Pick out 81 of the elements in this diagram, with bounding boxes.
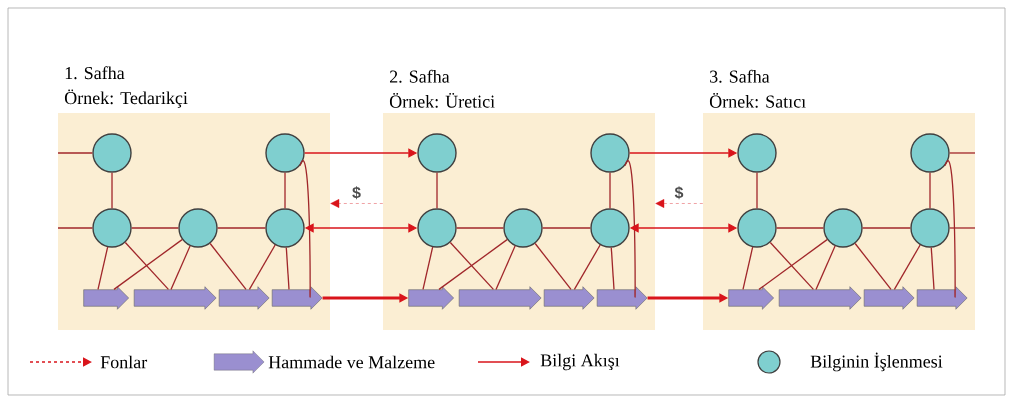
material-block xyxy=(271,286,323,310)
connector-line xyxy=(949,227,976,229)
material-block xyxy=(916,286,968,310)
connector-line xyxy=(756,172,758,209)
node-label: Örnek: Üretici xyxy=(389,92,495,108)
material-block xyxy=(218,286,270,310)
node-label: Örnek: Tedarikçi xyxy=(64,89,188,108)
process-circle xyxy=(590,133,630,173)
connector-line xyxy=(285,247,290,291)
connector-line xyxy=(131,227,179,229)
connector-line xyxy=(769,241,815,291)
process-circle xyxy=(910,133,950,173)
connector-line xyxy=(609,172,611,209)
connector-line xyxy=(422,246,434,291)
connector-line xyxy=(534,242,572,291)
material-block xyxy=(458,286,542,310)
connector-line xyxy=(776,227,824,229)
connector-line xyxy=(456,227,504,229)
process-circle xyxy=(417,133,457,173)
process-circle xyxy=(503,208,543,248)
node-label: 1. Safha xyxy=(65,66,125,80)
connector-line xyxy=(944,160,956,298)
material-block xyxy=(596,286,648,310)
connector-line xyxy=(284,172,286,209)
connector-line xyxy=(113,238,183,291)
process-circle xyxy=(92,208,132,248)
connector-line xyxy=(610,247,615,291)
material-block xyxy=(408,286,454,310)
legend-label: Bilgi Akışı xyxy=(540,353,620,371)
connector-line xyxy=(299,160,311,298)
material-block xyxy=(83,286,129,310)
connector-line xyxy=(573,244,601,291)
legend-label: Bilginin İşlenmesi xyxy=(810,352,943,372)
process-circle xyxy=(910,208,950,248)
connector-line xyxy=(742,246,754,291)
connector-line xyxy=(862,227,911,229)
process-circle xyxy=(265,133,305,173)
process-circle xyxy=(417,208,457,248)
connector-line xyxy=(97,246,109,291)
connector-line xyxy=(449,241,495,291)
node-label: 2. Safha xyxy=(389,69,450,83)
process-circle xyxy=(178,208,218,248)
flow-arrow xyxy=(330,199,383,208)
connector-line xyxy=(930,247,935,291)
connector-line xyxy=(209,242,247,291)
connector-line xyxy=(893,244,921,291)
connector-line xyxy=(624,160,636,298)
connector-line xyxy=(124,241,170,291)
edge-label: $ xyxy=(352,186,361,200)
connector-line xyxy=(57,227,93,229)
flow-arrow xyxy=(655,199,703,208)
connector-line xyxy=(495,245,516,291)
connector-line xyxy=(438,238,508,291)
legend-label: Fonlar xyxy=(100,355,148,369)
node-label: 3. Safha xyxy=(710,69,770,83)
material-block xyxy=(133,286,217,310)
process-circle xyxy=(590,208,630,248)
connector-line xyxy=(170,245,191,291)
connector-line xyxy=(929,172,931,209)
legend-label: Hammade ve Malzeme xyxy=(268,355,435,369)
material-block xyxy=(543,286,595,310)
connector-line xyxy=(758,238,828,291)
material-block xyxy=(728,286,774,310)
connector-line xyxy=(854,242,892,291)
connector-line xyxy=(542,227,591,229)
process-circle xyxy=(737,208,777,248)
connector-line xyxy=(217,227,266,229)
connector-line xyxy=(248,244,276,291)
edge-label: $ xyxy=(674,186,684,200)
process-circle xyxy=(737,133,777,173)
connector-line xyxy=(57,152,93,154)
process-circle xyxy=(265,208,305,248)
process-circle xyxy=(92,133,132,173)
material-block xyxy=(863,286,915,310)
material-block xyxy=(778,286,862,310)
connector-line xyxy=(815,245,836,291)
process-circle xyxy=(823,208,863,248)
connector-line xyxy=(111,172,113,209)
connector-line xyxy=(949,152,976,154)
node-label: Örnek: Satıcı xyxy=(709,92,806,108)
connector-line xyxy=(436,172,438,209)
